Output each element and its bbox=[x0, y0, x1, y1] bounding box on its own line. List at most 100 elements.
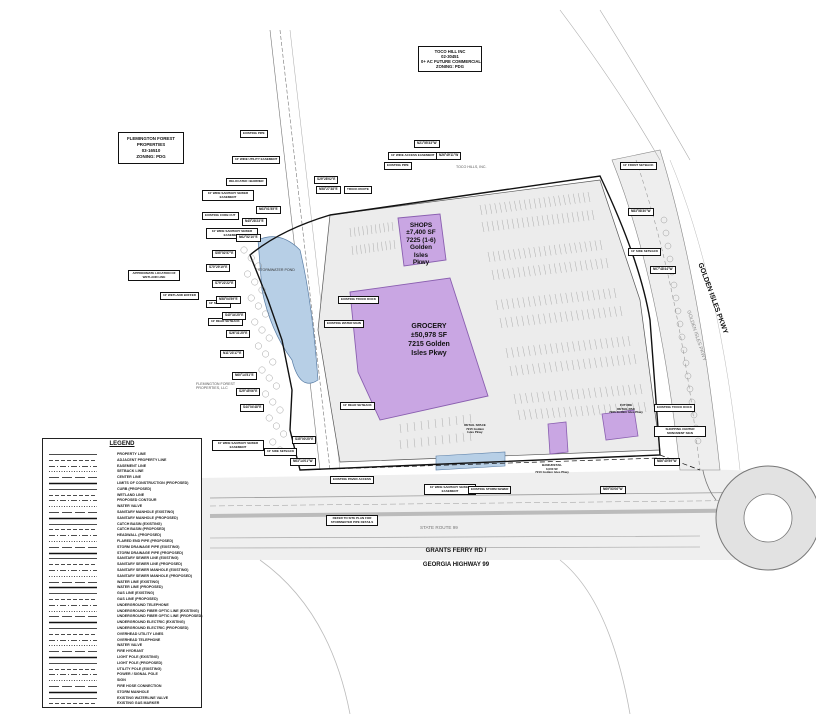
parking-stall-line bbox=[603, 404, 607, 415]
shops-building bbox=[397, 213, 447, 267]
parking-stall-line bbox=[592, 290, 595, 301]
tree-symbol bbox=[244, 270, 252, 278]
legend-symbol-icon bbox=[49, 488, 97, 490]
parking-stall-line bbox=[391, 221, 394, 232]
callout-box: EXISTING CURB CUT bbox=[202, 212, 239, 220]
parking-stall-line bbox=[356, 245, 358, 255]
legend-symbol-icon bbox=[49, 570, 97, 571]
legend-symbol-icon bbox=[49, 575, 97, 577]
parking-stall-line bbox=[582, 192, 586, 203]
legend-item-label: SETBACK LINE bbox=[117, 469, 144, 474]
parking-stall-line bbox=[554, 312, 557, 323]
legend-item: PROPERTY LINE bbox=[47, 451, 199, 458]
legend-item: CURB (PROPOSED) bbox=[47, 486, 199, 493]
tree-symbol bbox=[670, 281, 678, 289]
parking-stall-line bbox=[561, 342, 564, 353]
legend-symbol-icon bbox=[49, 599, 97, 600]
parking-stall-line bbox=[536, 215, 540, 227]
parking-stall-line bbox=[574, 261, 578, 272]
parking-stall-line bbox=[377, 242, 379, 252]
legend-item-label: POWER / SIGNAL POLE bbox=[117, 672, 158, 677]
legend-item: SANITARY SEWER LINE (PROPOSED) bbox=[47, 561, 199, 568]
tree-symbol bbox=[269, 438, 277, 446]
legend-item: OVERHEAD UTILITY LINES bbox=[47, 631, 199, 638]
parking-stall-line bbox=[608, 288, 611, 299]
callout-box: 10' WIDE UTILITY EASEMENT bbox=[232, 156, 281, 164]
parking-stall-line bbox=[614, 306, 617, 317]
tree-symbol bbox=[269, 398, 277, 406]
parking-stall-line bbox=[581, 309, 585, 320]
tree-symbol bbox=[680, 346, 688, 354]
parking-stall-line bbox=[594, 357, 597, 368]
parking-stall-line bbox=[515, 365, 518, 376]
legend-item: WATER LINE (PROPOSED) bbox=[47, 584, 199, 591]
owner-line: FLEMINGTON FOREST bbox=[127, 136, 175, 141]
parking-stall-line bbox=[581, 291, 585, 302]
parking-stall-line bbox=[628, 384, 631, 395]
parking-stall-line bbox=[511, 347, 514, 358]
tree-symbol bbox=[262, 350, 269, 358]
legend-item-label: PROPOSED CONTOUR bbox=[117, 498, 157, 503]
parking-stall-line bbox=[586, 405, 589, 416]
legend-symbol-icon bbox=[49, 604, 97, 606]
parking-stall-line bbox=[548, 196, 551, 207]
parking-stall-line bbox=[548, 263, 552, 275]
bearing-callout: S44°04'48"E bbox=[240, 404, 265, 412]
tree-symbol bbox=[258, 326, 266, 334]
legend-item-label: SANITARY SEWER MANHOLE (EXISTING) bbox=[117, 568, 189, 572]
tree-symbol bbox=[272, 382, 280, 390]
parking-stall-line bbox=[559, 311, 563, 323]
parking-stall-line bbox=[559, 244, 562, 255]
legend-item-label: UNDERGROUND FIBER OPTIC LINE (PROPOSED) bbox=[117, 614, 203, 619]
owner-line: ZONING: PDG bbox=[436, 64, 464, 69]
parking-stall-line bbox=[619, 305, 623, 317]
parking-stall-line bbox=[495, 299, 499, 311]
parking-stall-line bbox=[595, 259, 598, 270]
tree-symbol bbox=[258, 366, 266, 374]
parking-stall-line bbox=[349, 227, 352, 238]
legend-item-label: SANITARY MANHOLE (PROPOSED) bbox=[117, 515, 178, 520]
bearing-callout: N21°55'33"W bbox=[414, 140, 440, 148]
callout-box: 10' WIDE SANITARY SEWER EASEMENT bbox=[206, 228, 258, 240]
legend-item-label: STORM DRAINAGE PIPE (EXISTING) bbox=[117, 544, 180, 549]
parking-stall-line bbox=[597, 308, 601, 319]
legend-item-label: SIGN bbox=[117, 678, 126, 683]
parking-stall-line bbox=[516, 316, 519, 327]
callout-box: 10' SIDE SETBACK bbox=[264, 448, 298, 456]
pad-building-a bbox=[547, 421, 569, 455]
tree-symbol bbox=[694, 437, 702, 445]
legend-item-label: UNDERGROUND TELEPHONE bbox=[117, 602, 169, 607]
parking-stall-line bbox=[555, 343, 559, 354]
legend-symbol-icon bbox=[49, 581, 97, 583]
legend-item: STORM DRAINAGE PIPE (PROPOSED) bbox=[47, 550, 199, 557]
parking-stall-line bbox=[521, 315, 525, 326]
legend-item: SETBACK LINE bbox=[47, 468, 199, 475]
parking-stall-line bbox=[643, 401, 647, 413]
legend-symbol-icon bbox=[49, 697, 97, 699]
parking-stall-line bbox=[587, 309, 590, 320]
parking-stall-line bbox=[538, 265, 541, 276]
parking-stall-line bbox=[589, 241, 593, 252]
parking-stall-line bbox=[588, 339, 592, 350]
parking-stall-line bbox=[413, 421, 416, 432]
legend-item-label: SANITARY SEWER LINE (EXISTING) bbox=[117, 556, 179, 561]
legend-item: UNDERGROUND ELECTRIC (PROPOSED) bbox=[47, 625, 199, 632]
parking-stall-line bbox=[509, 201, 512, 212]
owner-line: PROPERTIES bbox=[136, 142, 166, 147]
parking-stall-line bbox=[462, 414, 465, 425]
legend-item-label: CATCH BASIN (PROPOSED) bbox=[117, 527, 166, 532]
tree-symbol bbox=[254, 262, 262, 270]
callout-box: REFER TO SITE PLAN FOR STORMWATER PIPE D… bbox=[326, 515, 378, 527]
parking-stall-line bbox=[592, 405, 595, 416]
parking-stall-line bbox=[372, 242, 375, 253]
parking-stall-line bbox=[351, 245, 354, 256]
parking-stall-line bbox=[543, 362, 547, 373]
parking-stall-line bbox=[583, 358, 586, 369]
legend-symbol-icon bbox=[49, 541, 97, 542]
parking-stall-line bbox=[368, 243, 370, 253]
parking-stall-line bbox=[586, 290, 590, 301]
legend-item-label: FIRE HYDRANT bbox=[117, 649, 144, 654]
parking-stall-line bbox=[497, 250, 501, 261]
parking-stall-line bbox=[576, 291, 579, 302]
parking-stall-line bbox=[553, 390, 557, 401]
